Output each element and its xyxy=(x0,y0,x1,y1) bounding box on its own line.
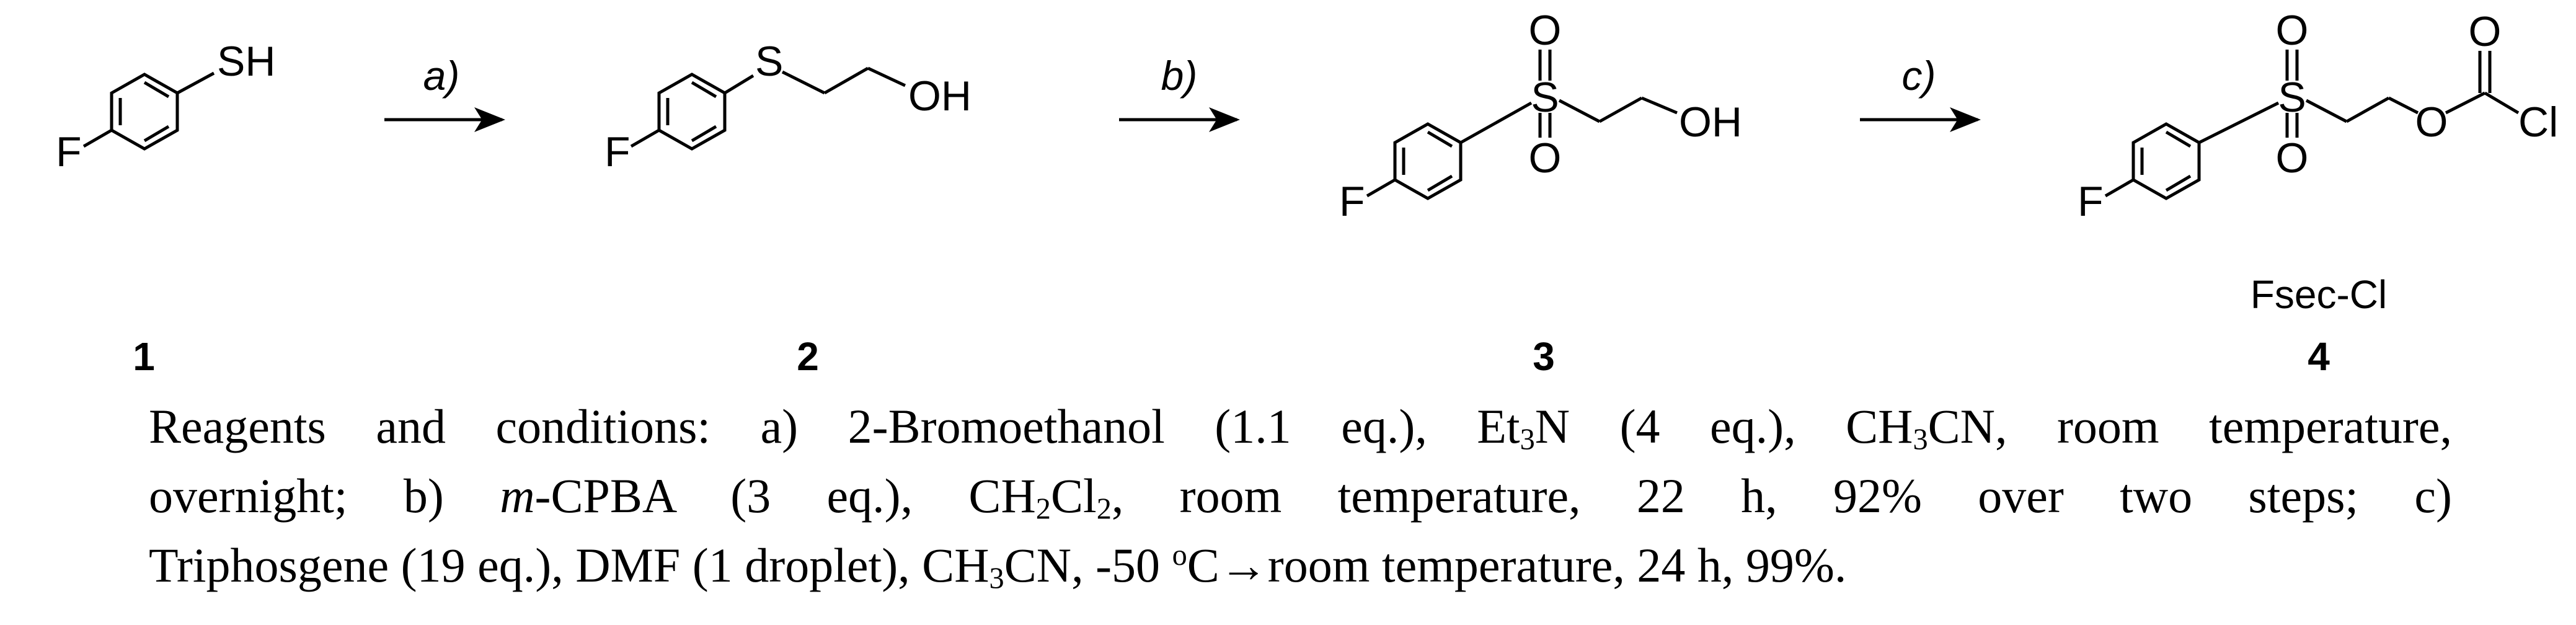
oxygen-top-label: O xyxy=(2276,7,2309,54)
caption-line-2: overnight; b) m-CPBA (3 eq.), CH2Cl2, ro… xyxy=(149,469,2452,526)
ester-oxygen-label: O xyxy=(2415,99,2448,146)
compound-3-number: 3 xyxy=(1533,334,1555,379)
reaction-arrow-b: b) xyxy=(1119,53,1240,132)
caption-line-3: Triphosgene (19 eq.), DMF (1 droplet), C… xyxy=(149,538,1847,595)
hydroxyl-label: OH xyxy=(908,73,972,120)
fluorine-label: F xyxy=(604,128,631,175)
oxygen-bottom-label: O xyxy=(1529,135,1562,182)
fluorine-label: F xyxy=(2078,178,2104,225)
sulfur-label: S xyxy=(755,38,783,85)
sulfur-label: S xyxy=(2278,74,2306,121)
arrow-a-label: a) xyxy=(423,53,460,99)
reaction-arrow-a: a) xyxy=(384,53,505,132)
reagents-conditions-caption: Reagents and conditions: a) 2-Bromoethan… xyxy=(149,392,2452,600)
right-arrow-icon: → xyxy=(1219,538,1268,592)
sulfur-label: S xyxy=(1531,74,1559,121)
compound-4-structure: S O O O O Cl F xyxy=(2078,7,2558,225)
compound-2-structure: S OH F xyxy=(604,38,972,175)
caption-line-1: Reagents and conditions: a) 2-Bromoethan… xyxy=(149,399,2452,456)
arrow-c-label: c) xyxy=(1902,53,1936,99)
compound-2-number: 2 xyxy=(797,334,819,379)
oxygen-top-label: O xyxy=(1529,7,1562,54)
compound-4-name: Fsec-Cl xyxy=(2251,272,2387,317)
compound-1-structure: SH F xyxy=(56,38,275,175)
carbonyl-oxygen-label: O xyxy=(2469,8,2502,55)
compound-3-structure: S O O OH F xyxy=(1339,7,1742,225)
fluorine-label: F xyxy=(1339,178,1365,225)
reaction-arrow-c: c) xyxy=(1860,53,1981,132)
fluorine-label: F xyxy=(56,128,82,175)
sh-group-label: SH xyxy=(217,38,275,85)
oxygen-bottom-label: O xyxy=(2276,135,2309,182)
compound-1-number: 1 xyxy=(133,334,155,379)
chlorine-label: Cl xyxy=(2518,99,2558,146)
hydroxyl-label: OH xyxy=(1679,99,1742,146)
arrow-b-label: b) xyxy=(1161,53,1198,99)
compound-4-number: 4 xyxy=(2308,334,2330,379)
